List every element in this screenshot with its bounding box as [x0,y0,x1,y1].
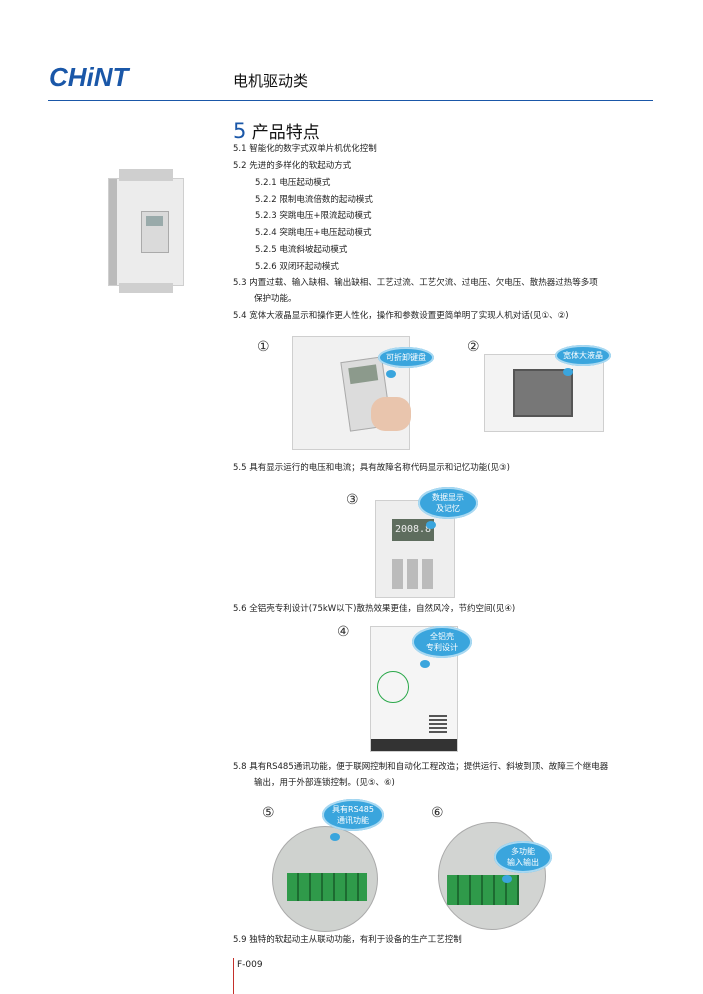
section-title: 电机驱动类 [233,72,309,90]
keypad-lcd [348,364,379,385]
bubble-data-line1: 数据显示 [432,493,464,502]
item-5-2-3: 5.2.3 突跳电压+限流起动模式 [255,211,372,221]
item-5-2-5: 5.2.5 电流斜坡起动模式 [255,245,348,255]
bubble-io-line2: 输入输出 [507,858,539,867]
heading-number: 5 [233,119,247,143]
item-5-2: 5.2 先进的多样化的软起动方式 [233,161,352,171]
keypad-buttons [392,559,434,589]
item-5-4: 5.4 宽体大液晶显示和操作更人性化，操作和参数设置更简单明了实现人机对话(见①… [233,311,569,321]
item-5-5: 5.5 具有显示运行的电压和电流；具有故障名称代码显示和记忆功能(见③) [233,463,510,473]
keypad [141,211,169,253]
footer-rule [233,958,234,994]
bubble-io: 多功能 输入输出 [494,841,552,883]
lcd-screen [146,216,163,226]
item-5-3: 5.3 内置过载、输入缺相、输出缺相、工艺过流、工艺欠流、过电压、欠电压、散热器… [233,278,598,288]
figure-2-marker: ② [467,339,480,355]
base-plate [371,739,457,751]
item-5-2-2: 5.2.2 限制电流倍数的起动模式 [255,195,373,205]
header-rule [48,100,653,101]
item-5-9: 5.9 独特的软起动主从联动功能，有利于设备的生产工艺控制 [233,935,462,945]
figure-6-marker: ⑥ [431,805,444,821]
page-number: F-009 [237,960,263,970]
item-5-3-cont: 保护功能。 [254,294,297,304]
item-5-2-6: 5.2.6 双闭环起动模式 [255,262,339,272]
hand-image [371,397,411,431]
item-5-1: 5.1 智能化的数字式双单片机优化控制 [233,144,377,154]
figure-5-marker: ⑤ [262,805,275,821]
figure-1-marker: ① [257,339,270,355]
bubble-aluminum-line2: 专利设计 [426,643,458,652]
chint-logo: CHiNT [49,62,129,92]
figure-2-image [484,354,604,432]
side-panel [109,179,117,285]
item-5-2-1: 5.2.1 电压起动模式 [255,178,331,188]
item-5-8: 5.8 具有RS485通讯功能，便于联网控制和自动化工程改造；提供运行、斜坡到顶… [233,762,609,772]
bubble-aluminum-line1: 全铝壳 [430,632,454,641]
item-5-2-4: 5.2.4 突跳电压+电压起动模式 [255,228,372,238]
product-image [108,169,184,293]
bubble-data-line2: 及记忆 [436,504,460,513]
highlight-circle [377,671,409,703]
top-terminals [119,169,173,181]
bubble-data: 数据显示 及记忆 [418,487,478,529]
bubble-rs485: 具有RS485 通讯功能 [322,799,384,841]
figure-4-marker: ④ [337,624,350,640]
bubble-aluminum: 全铝壳 专利设计 [412,626,472,668]
page-heading: 5 产品特点 [233,118,320,143]
bubble-lcd: 宽体大液晶 [555,345,611,376]
figure-3-marker: ③ [346,492,359,508]
wide-lcd [513,369,573,417]
bottom-terminals [119,283,173,293]
item-5-6: 5.6 全铝壳专利设计(75kW以下)散热效果更佳，自然风冷，节约空间(见④) [233,604,516,614]
vent-slots [429,715,447,733]
terminal-block [287,873,367,901]
figure-6-image [438,822,546,930]
bubble-keypad: 可折卸键盘 [378,347,434,378]
bubble-rs485-line1: 具有RS485 [332,805,374,814]
item-5-8-cont: 输出，用于外部连锁控制。(见⑤、⑥) [254,778,395,788]
bubble-io-line1: 多功能 [511,847,535,856]
heading-text: 产品特点 [251,123,320,143]
figure-5-image [272,826,378,932]
lcd-display: 2008.8 [392,519,434,541]
bubble-rs485-line2: 通讯功能 [337,816,369,825]
